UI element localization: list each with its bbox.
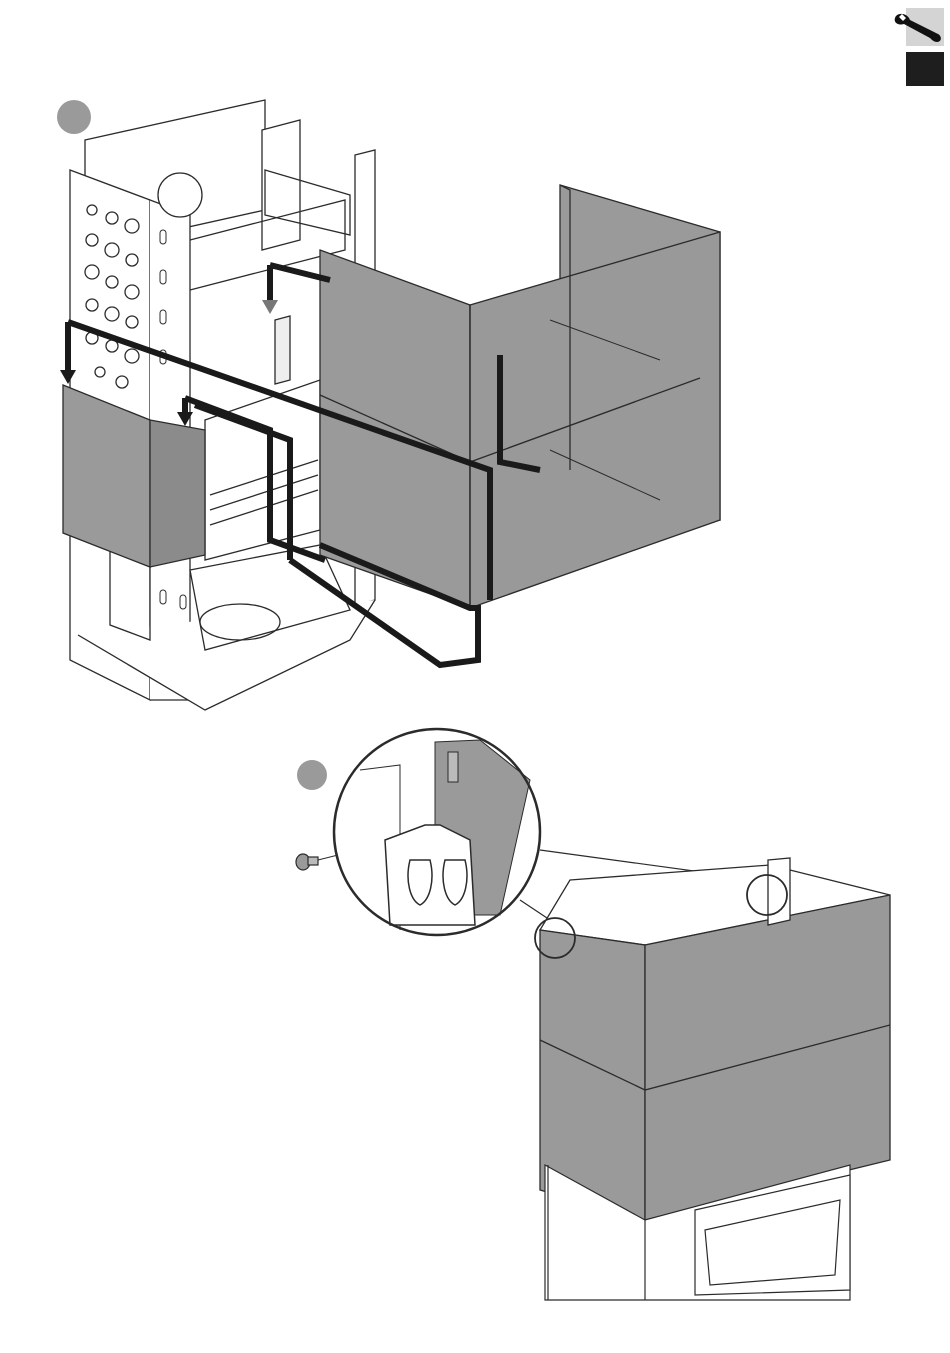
- section-tab: [906, 8, 944, 84]
- assembled-cover: [535, 858, 890, 1220]
- section-tab-lower: [906, 52, 944, 86]
- step-1-illustration: [0, 90, 950, 720]
- wrench-icon: [890, 10, 946, 46]
- large-cover-panel: [320, 185, 720, 608]
- step-2-illustration: [0, 725, 950, 1353]
- screw-icon: [296, 854, 318, 870]
- zoom-detail: [334, 729, 540, 935]
